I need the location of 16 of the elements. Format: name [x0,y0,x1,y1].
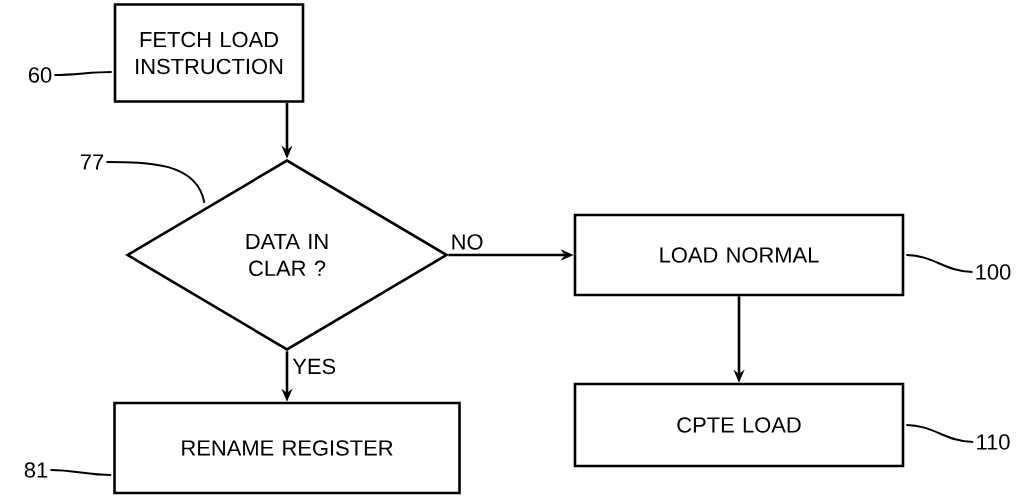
reference-numeral: 77 [80,154,104,170]
leader-line [53,71,113,76]
leader-line [905,254,974,273]
leader-line [105,161,206,204]
edge-label: NO [449,233,485,251]
reference-numeral: 60 [28,67,52,83]
reference-numeral: 100 [976,264,1011,280]
edge-label: YES [291,357,338,376]
leader-line [905,424,975,443]
reference-numeral: 81 [24,462,48,478]
process-box: LOAD NORMAL [573,213,905,297]
reference-numeral: 110 [977,434,1010,450]
leader-line [49,469,113,476]
process-box: CPTE LOAD [573,382,905,468]
process-box: RENAME REGISTER [113,401,461,495]
process-box: FETCH LOAD INSTRUCTION [113,3,305,103]
